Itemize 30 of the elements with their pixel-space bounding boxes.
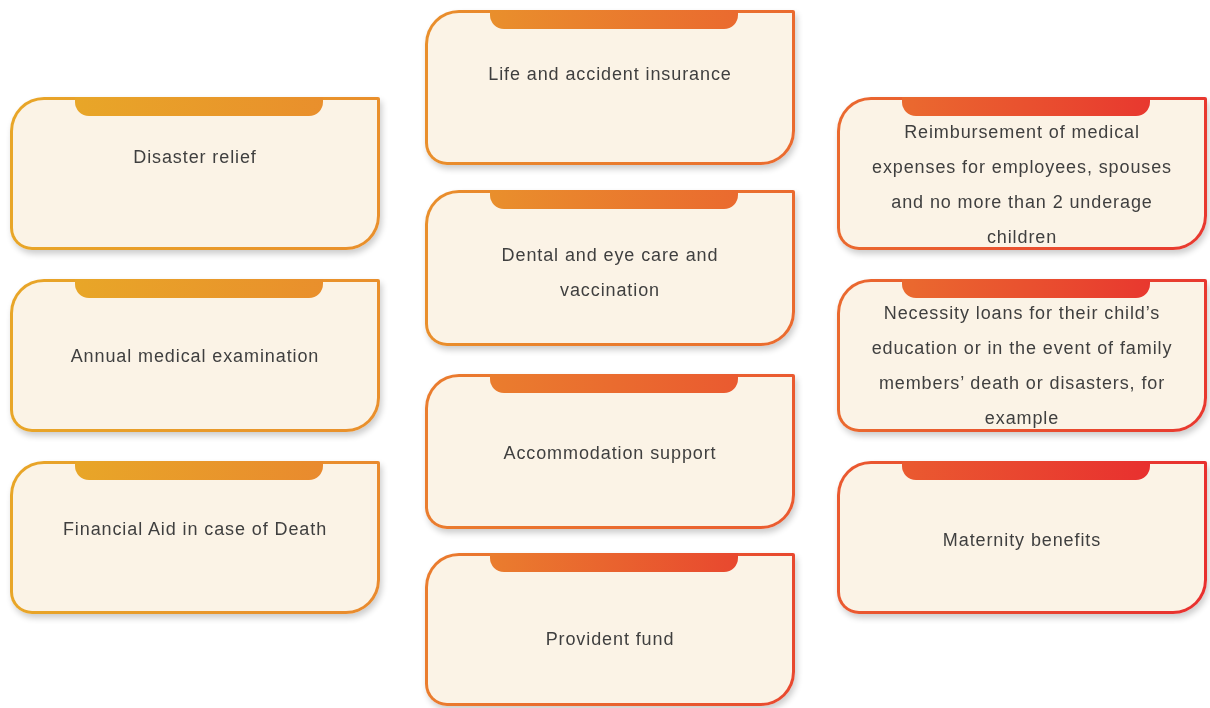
card-tab — [75, 461, 323, 480]
card-tab — [902, 461, 1150, 480]
benefit-card — [837, 97, 1207, 250]
card-tab — [490, 374, 738, 393]
card-text: Dental and eye care and vaccination — [500, 244, 720, 302]
card-text: Annual medical examination — [69, 345, 321, 368]
benefit-card — [10, 461, 380, 614]
card-tab — [902, 279, 1150, 298]
benefit-card — [837, 461, 1207, 614]
benefit-card — [425, 553, 795, 706]
benefit-card — [837, 279, 1207, 432]
card-tab — [490, 190, 738, 209]
card-text: Financial Aid in case of Death — [61, 518, 329, 541]
card-tab — [490, 10, 738, 29]
card-text: Life and accident insurance — [487, 63, 733, 86]
benefit-card — [10, 279, 380, 432]
card-tab — [902, 97, 1150, 116]
card-text: Accommodation support — [502, 442, 718, 465]
benefit-card — [425, 374, 795, 529]
card-tab — [75, 279, 323, 298]
card-tab — [75, 97, 323, 116]
benefit-card — [425, 10, 795, 165]
card-text: Maternity benefits — [941, 529, 1103, 552]
benefit-card — [10, 97, 380, 250]
benefit-card — [425, 190, 795, 346]
card-text: Reimbursement of medical expenses for employees, spouses and no more than 2 underage children — [870, 121, 1174, 249]
card-text: Necessity loans for their child’s education or in the event of family members’ death or disasters, for example — [870, 302, 1174, 430]
card-tab — [490, 553, 738, 572]
card-text: Provident fund — [544, 628, 676, 651]
card-text: Disaster relief — [132, 146, 258, 169]
